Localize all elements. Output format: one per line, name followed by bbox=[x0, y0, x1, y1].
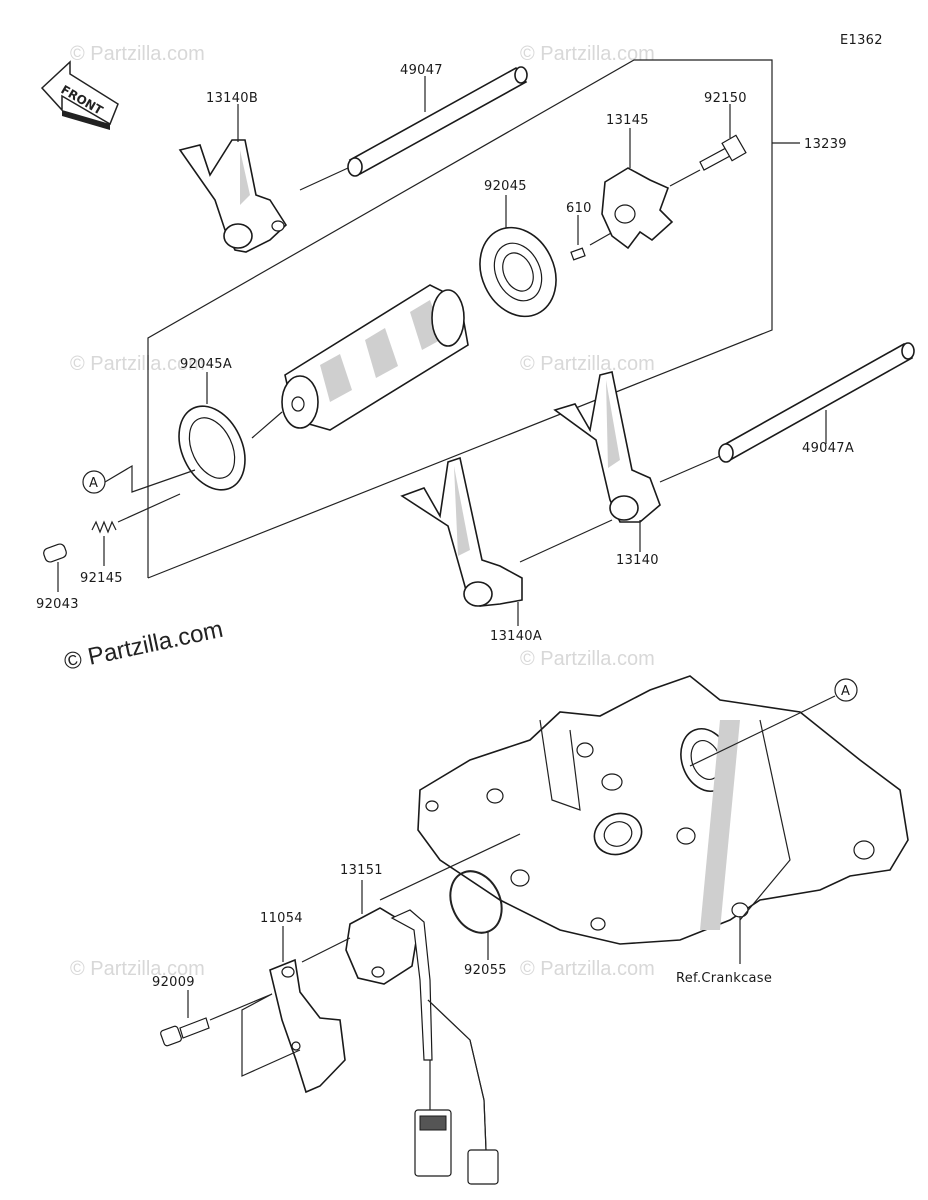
spring-92145 bbox=[91, 520, 117, 534]
watermark: © Partzilla.com bbox=[520, 43, 655, 65]
part-labels: 49047 13140B 92150 13145 13239 92045 610… bbox=[36, 63, 854, 990]
label-13151: 13151 bbox=[340, 863, 383, 878]
sensor-13151 bbox=[345, 907, 499, 1185]
label-92145: 92145 bbox=[80, 571, 123, 586]
watermark: © Partzilla.com bbox=[70, 353, 205, 375]
label-13140a: 13140A bbox=[490, 629, 542, 644]
label-13239: 13239 bbox=[804, 137, 847, 152]
assembly-bracket bbox=[147, 59, 773, 579]
label-11054: 11054 bbox=[260, 911, 303, 926]
watermark: © Partzilla.com bbox=[70, 958, 205, 980]
marker-a-right: A bbox=[834, 678, 858, 702]
shaft-49047 bbox=[347, 66, 528, 177]
label-49047: 49047 bbox=[400, 63, 443, 78]
watermarks: © Partzilla.com © Partzilla.com © Partzi… bbox=[70, 43, 655, 980]
bearing-92045 bbox=[479, 226, 557, 318]
leader-line bbox=[379, 833, 521, 901]
leader-line bbox=[117, 493, 181, 523]
marker-a-left: A bbox=[82, 470, 106, 494]
leader-line bbox=[301, 937, 351, 963]
svg-text:A: A bbox=[841, 684, 850, 699]
label-13140b: 13140B bbox=[206, 91, 258, 106]
shaft-49047a bbox=[718, 342, 915, 463]
bracket-11054 bbox=[269, 958, 346, 1094]
cam-plate-13145 bbox=[601, 167, 674, 250]
label-92045a: 92045A bbox=[180, 357, 232, 372]
front-arrow-icon: FRONT bbox=[40, 60, 119, 130]
shift-fork-13140b bbox=[178, 139, 288, 253]
label-92045: 92045 bbox=[484, 179, 527, 194]
leader-line bbox=[251, 411, 283, 439]
leader-line bbox=[689, 695, 836, 767]
watermark: © Partzilla.com bbox=[70, 43, 205, 65]
leader-line bbox=[299, 167, 349, 191]
leader-line bbox=[669, 169, 701, 187]
leader-line bbox=[104, 464, 196, 493]
o-ring-92055 bbox=[449, 870, 503, 934]
bearing-92045a bbox=[178, 405, 246, 491]
plunger-92043 bbox=[43, 543, 67, 563]
label-ref-crankcase: Ref.Crankcase bbox=[676, 971, 772, 986]
label-92055: 92055 bbox=[464, 963, 507, 978]
watermark: © Partzilla.com bbox=[520, 958, 655, 980]
watermark-main: © Partzilla.com bbox=[62, 616, 226, 676]
shift-fork-13140a bbox=[400, 456, 523, 607]
watermark: © Partzilla.com bbox=[520, 648, 655, 670]
bolt-92150 bbox=[699, 134, 747, 171]
leader-line bbox=[209, 993, 301, 1077]
label-49047a: 49047A bbox=[802, 441, 854, 456]
label-610: 610 bbox=[566, 201, 592, 216]
pin-610 bbox=[570, 247, 586, 261]
label-92150: 92150 bbox=[704, 91, 747, 106]
label-92009: 92009 bbox=[152, 975, 195, 990]
shift-fork-13140 bbox=[553, 371, 661, 523]
bolt-92009 bbox=[160, 1017, 210, 1047]
watermark: © Partzilla.com bbox=[520, 353, 655, 375]
leader-line bbox=[659, 455, 721, 483]
leader-line bbox=[519, 519, 613, 563]
label-13145: 13145 bbox=[606, 113, 649, 128]
diagram-code: E1362 bbox=[840, 33, 883, 48]
shift-drum bbox=[281, 284, 469, 431]
svg-text:A: A bbox=[89, 476, 98, 491]
label-13140: 13140 bbox=[616, 553, 659, 568]
label-92043: 92043 bbox=[36, 597, 79, 612]
crankcase bbox=[417, 675, 909, 945]
